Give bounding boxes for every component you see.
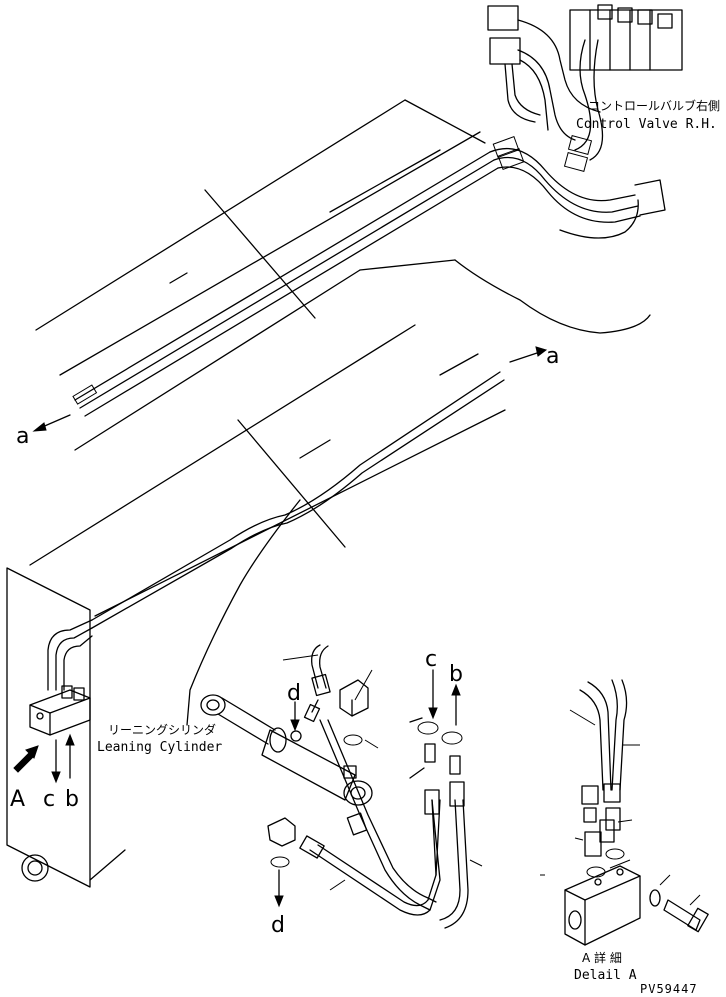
boom-outline <box>29 99 651 726</box>
arrow-d-upper <box>290 701 300 732</box>
leaning-cylinder-label-jp: リーニングシリンダ <box>108 722 216 737</box>
arrow-b-right <box>451 683 461 726</box>
detail-a <box>540 679 709 946</box>
front-plate <box>6 567 126 888</box>
detail-a-label-en: Delail A <box>574 968 637 983</box>
callout-c-right: c <box>425 647 437 672</box>
callout-b-right: b <box>449 662 463 687</box>
detail-a-label-jp: A 詳 細 <box>582 950 622 965</box>
cylinder-hoses <box>267 644 483 929</box>
lower-hose-pair <box>47 371 505 691</box>
arrow-a-lower <box>509 346 548 363</box>
arrow-c-right <box>428 669 438 720</box>
part-number: PV59447 <box>640 982 698 996</box>
arrow-A-view <box>13 745 39 773</box>
arrow-c-left <box>51 739 61 784</box>
control-valve-label-en: Control Valve R.H. <box>576 117 717 132</box>
upper-hose-pair <box>72 136 641 417</box>
callout-d-upper: d <box>287 681 301 706</box>
arrow-a-upper <box>32 414 71 432</box>
control-valve-label-jp: コントロールバルブ右側 <box>588 98 720 113</box>
arrow-d-lower <box>274 869 284 908</box>
callout-c-left: c <box>43 787 55 812</box>
callout-A: A <box>10 787 25 812</box>
callout-a-upper: a <box>16 424 29 449</box>
callout-d-lower: d <box>271 913 285 938</box>
control-valve-rh <box>487 4 683 216</box>
callout-b-left: b <box>65 787 79 812</box>
leaning-cylinder <box>200 694 373 806</box>
callout-a-lower: a <box>546 344 559 369</box>
arrow-b-left <box>65 733 75 779</box>
leaning-cylinder-label-en: Leaning Cylinder <box>97 740 222 755</box>
